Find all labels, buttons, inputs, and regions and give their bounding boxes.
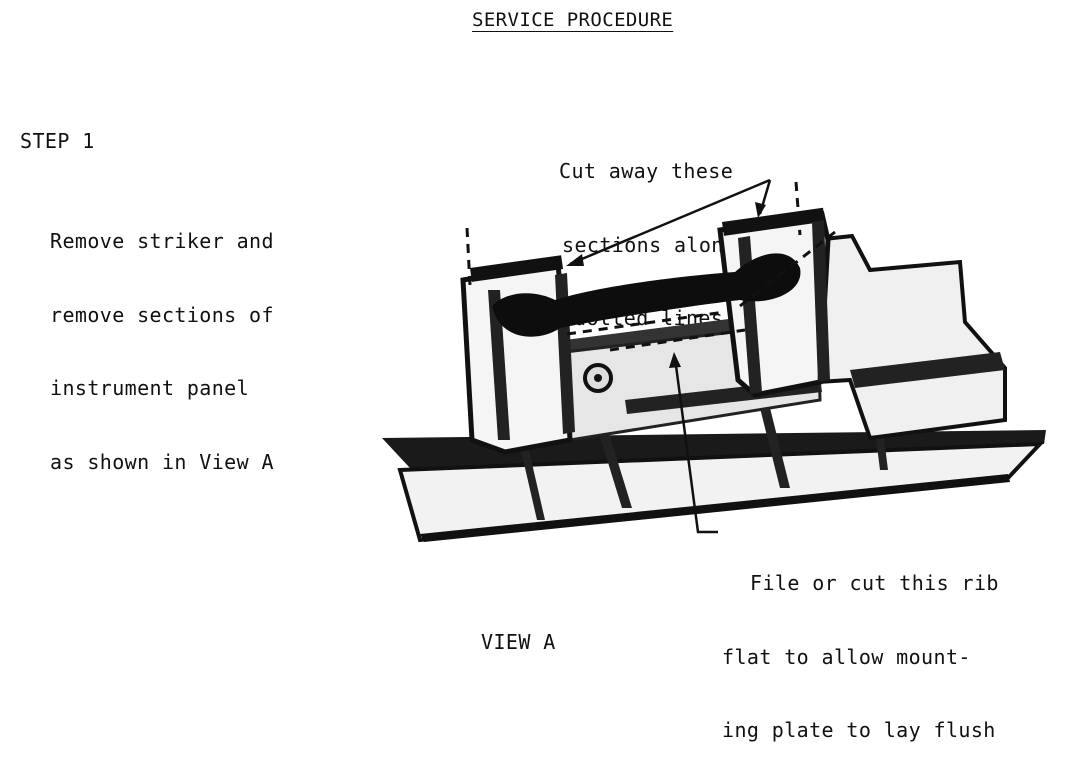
lower-rib <box>760 408 790 488</box>
arrowhead <box>669 352 681 368</box>
callout-line: File or cut this rib <box>750 571 999 595</box>
callout-line: ing plate to lay flush <box>722 718 996 742</box>
callout-line: flat to allow mount- <box>722 644 971 669</box>
dotted-line <box>739 230 836 308</box>
step-heading: STEP 1 <box>20 129 95 153</box>
instruction-line: as shown in View A <box>50 449 274 474</box>
lower-rib <box>520 446 545 520</box>
striker <box>492 253 801 337</box>
instruction-line: Remove striker and <box>50 229 274 253</box>
panel-bottom-edge <box>420 474 1010 542</box>
arrowhead <box>755 202 766 218</box>
view-label: VIEW A <box>481 630 556 654</box>
arrowheads <box>566 202 766 368</box>
left-tower-edge <box>488 290 510 440</box>
leader-to-left-section <box>569 178 771 266</box>
bolt-center <box>594 374 602 382</box>
dotted-line <box>609 328 746 352</box>
dotted-line <box>794 181 802 236</box>
left-tower <box>460 261 573 455</box>
instruction-line: remove sections of <box>50 302 274 327</box>
dotted-line <box>465 227 472 286</box>
right-panel-section <box>812 233 1007 441</box>
right-tower <box>717 211 831 398</box>
dotted-cut-lines <box>465 181 836 352</box>
dotted-line <box>566 310 726 336</box>
right-ledge <box>850 352 1005 388</box>
callout-line: Cut away these <box>559 159 734 183</box>
right-tower-edge <box>812 220 830 382</box>
lower-rib <box>598 430 632 508</box>
instrument-panel-illustration <box>382 178 1046 543</box>
page-title: SERVICE PROCEDURE <box>472 9 674 31</box>
arrowhead <box>566 254 584 266</box>
leader-to-rib <box>673 357 718 534</box>
left-tower-top <box>470 255 564 282</box>
instruction-line: instrument panel <box>50 376 250 400</box>
step-instructions: Remove striker and remove sections of in… <box>50 180 274 499</box>
